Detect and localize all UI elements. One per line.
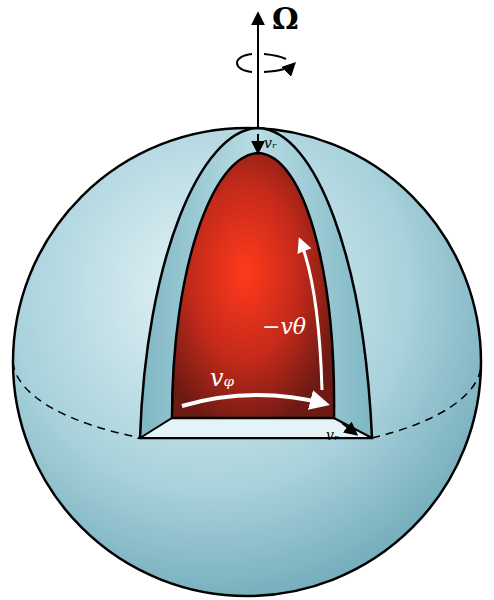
- core: [172, 153, 334, 418]
- rotation-arrow: [264, 64, 294, 72]
- radial-velocity-label: vᵣ: [326, 428, 339, 442]
- shell-cut: [140, 128, 372, 438]
- equator: [372, 362, 481, 438]
- theta-velocity-label: −vθ: [262, 316, 306, 338]
- phi-velocity-label: vᵩ: [210, 366, 234, 390]
- omega-label: Ω: [272, 4, 299, 34]
- radial-velocity-label: vᵣ: [264, 136, 277, 150]
- rotation-axis: [257, 14, 259, 128]
- rotation-arrow: [237, 54, 252, 72]
- outer-sphere: [13, 128, 481, 596]
- equator: [13, 362, 142, 438]
- theta-arrow: [300, 240, 322, 390]
- radial-arrow: [342, 423, 356, 434]
- radial-arrow: [257, 134, 259, 152]
- phi-arrow: [182, 395, 326, 406]
- rotation-arrow: [264, 54, 286, 59]
